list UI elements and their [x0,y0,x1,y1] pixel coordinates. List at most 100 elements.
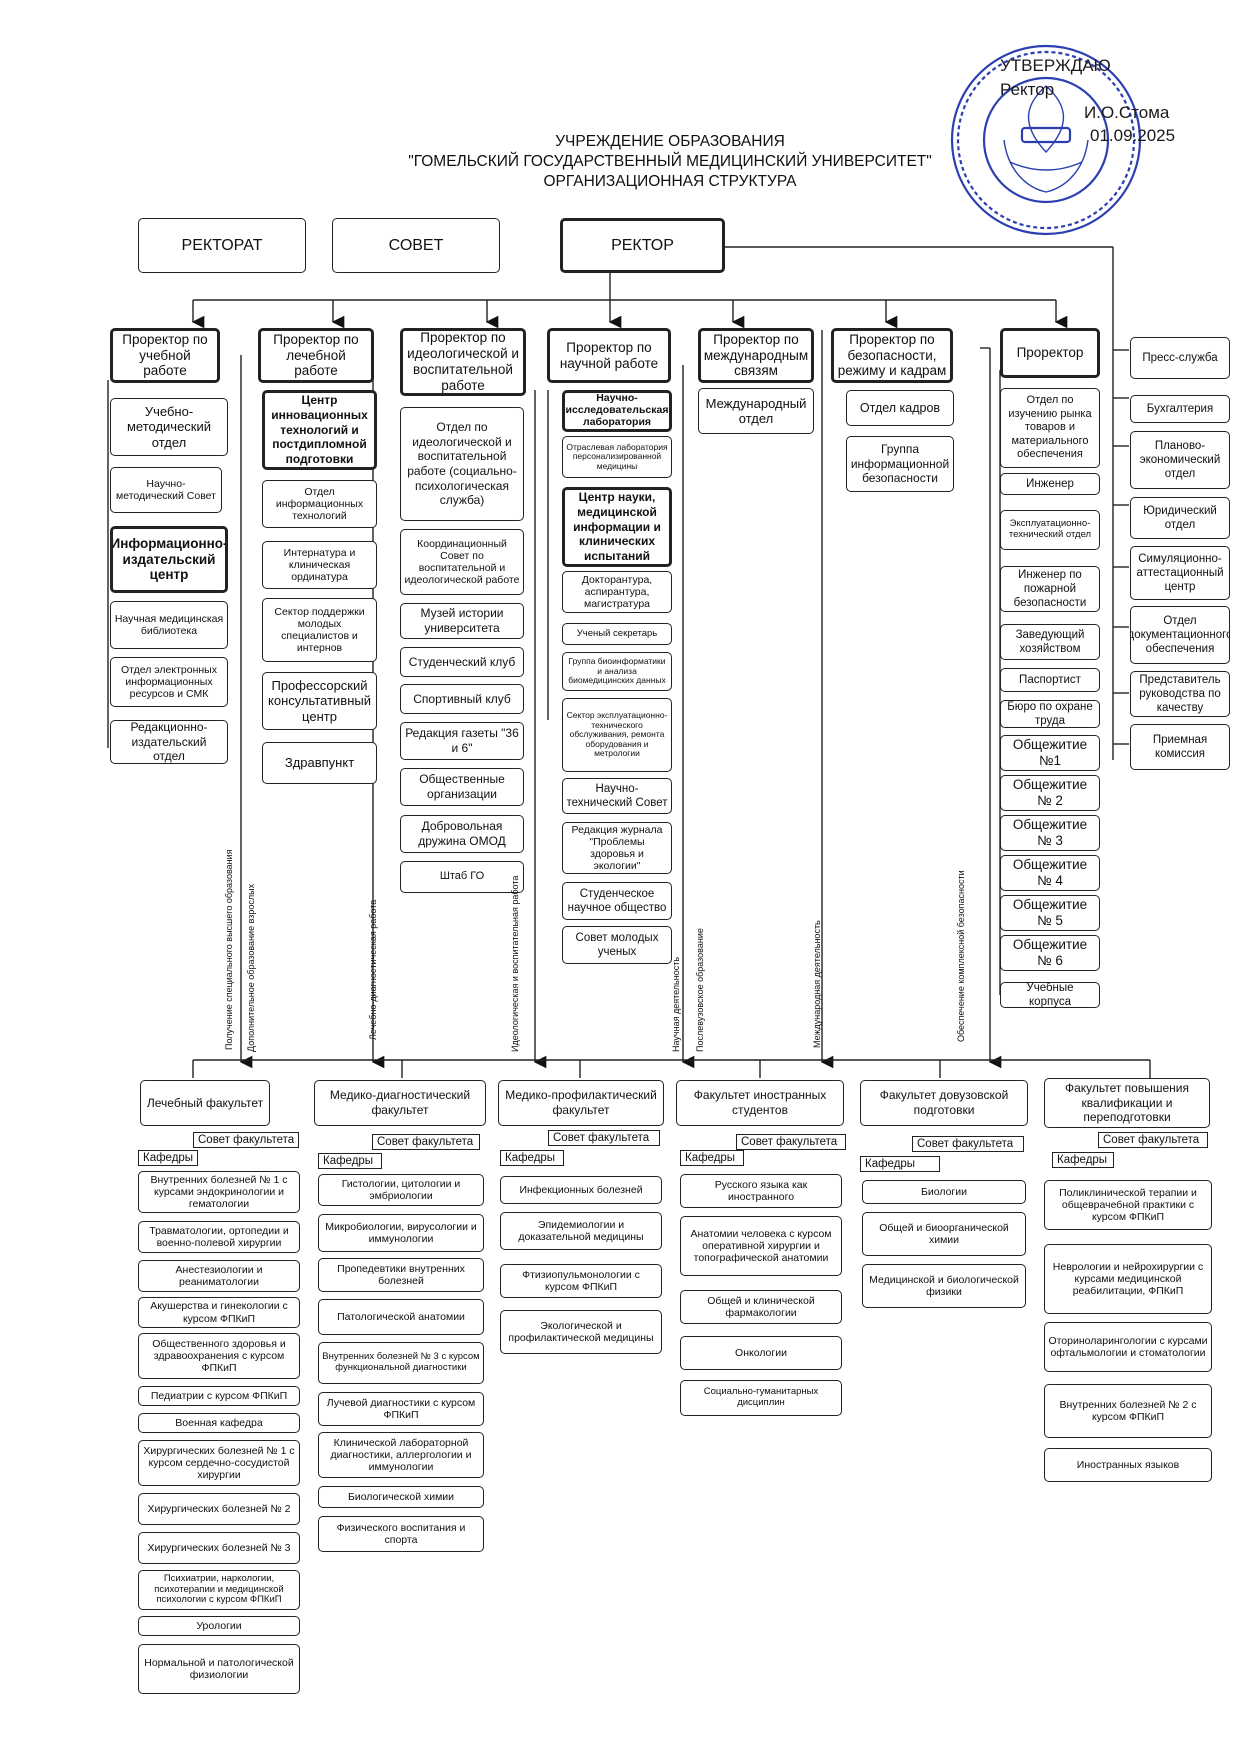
vice-rector-ideological: Проректор по идеологической и воспитател… [400,328,526,396]
faculty-council-tag: Совет факультета [548,1130,660,1146]
faculty-medical: Лечебный факультет [140,1080,270,1126]
dept: Нормальной и патологической физиологии [138,1644,300,1694]
approval-date: 01.09.2025 [1090,126,1176,145]
dept: Военная кафедра [138,1413,300,1433]
unit-operations-dept: Эксплуатационно-технический отдел [1000,510,1100,550]
faculty-council-tag: Совет факультета [736,1134,846,1150]
unit-legal-dept: Юридический отдел [1130,497,1230,539]
unit-labor-safety: Бюро по охране труда [1000,700,1100,728]
dept: Биологической химии [318,1486,484,1508]
chairs-tag: Кафедры [680,1150,744,1166]
dept: Физического воспитания и спорта [318,1516,484,1552]
vlabel-research: Научная деятельность [671,956,681,1052]
unit-maintenance-sector: Сектор эксплуатационно-технического обсл… [562,698,672,772]
unit-sports-club: Спортивный клуб [400,684,524,714]
unit-press-service: Пресс-служба [1130,337,1230,379]
dept: Русского языка как иностранного [680,1174,842,1208]
dept: Биологии [862,1180,1026,1204]
vice-rector-general: Проректор [1000,328,1100,378]
dept: Травматологии, ортопедии и военно-полево… [138,1221,300,1253]
unit-international-dept: Международный отдел [698,388,814,434]
unit-edu-methodical: Учебно-методический отдел [110,398,228,456]
dept: Инфекционных болезней [500,1176,662,1204]
unit-internship: Интернатура и клиническая ординатура [262,541,377,589]
unit-dormitory-2: Общежитие № 2 [1000,775,1100,811]
dept: Внутренних болезней № 3 с курсом функцио… [318,1342,484,1384]
unit-engineer: Инженер [1000,473,1100,495]
official-seal-stamp [950,44,1142,236]
dept: Клинической лабораторной диагностики, ал… [318,1432,484,1478]
unit-young-specialists: Сектор поддержки молодых специалистов и … [262,598,377,662]
unit-documentation-dept: Отдел документационного обеспечения [1130,606,1230,664]
vice-rector-research: Проректор по научной работе [547,328,671,383]
dept: Акушерства и гинекологии с курсом ФПКиП [138,1297,300,1328]
unit-coordination-council: Координационный Совет по воспитательной … [400,529,524,595]
unit-civil-defense: Штаб ГО [400,861,524,893]
unit-e-resources: Отдел электронных информационных ресурсо… [110,657,228,707]
dept: Педиатрии с курсом ФПКиП [138,1386,300,1406]
dept: Гистологии, цитологии и эмбриологии [318,1174,484,1206]
unit-info-security: Группа информационной безопасности [846,436,954,492]
dept: Экологической и профилактической медицин… [500,1310,662,1354]
dept: Лучевой диагностики с курсом ФПКиП [318,1392,484,1426]
vice-rector-international: Проректор по международным связям [698,328,814,383]
dept: Пропедевтики внутренних болезней [318,1258,484,1292]
unit-accounting: Бухгалтерия [1130,395,1230,423]
unit-innovation-center: Центр инновационных технологий и постдип… [262,390,377,470]
unit-dormitory-1: Общежитие №1 [1000,735,1100,771]
chairs-tag: Кафедры [1052,1152,1114,1168]
vlabel-security: Обеспечение комплексной безопасности [956,870,966,1042]
dept: Внутренних болезней № 1 с курсами эндокр… [138,1171,300,1213]
dept: Психиатрии, наркологии, психотерапии и м… [138,1570,300,1610]
dept: Общественного здоровья и здравоохранения… [138,1333,300,1379]
dept: Анестезиологии и реаниматологии [138,1260,300,1292]
dept: Фтизиопульмонологии с курсом ФПКиП [500,1264,662,1298]
dept: Урологии [138,1616,300,1636]
unit-it-dept: Отдел информационных технологий [262,480,377,528]
unit-newspaper: Редакция газеты "36 и 6" [400,722,524,760]
dept: Социально-гуманитарных дисциплин [680,1380,842,1416]
dept: Поликлинической терапии и общеврачебной … [1044,1180,1212,1230]
faculty-council-tag: Совет факультета [912,1136,1024,1152]
unit-quality-representative: Представитель руководства по качеству [1130,671,1230,717]
approval-line1: УТВЕРЖДАЮ [1000,56,1111,75]
dept: Хирургических болезней № 1 с курсом серд… [138,1440,300,1486]
chairs-tag: Кафедры [500,1150,564,1166]
unit-museum: Музей истории университета [400,603,524,639]
dept: Патологической анатомии [318,1299,484,1335]
unit-dormitory-4: Общежитие № 4 [1000,855,1100,891]
vice-rector-education: Проректор по учебной работе [110,328,220,383]
dept: Онкологии [680,1336,842,1370]
chairs-tag: Кафедры [138,1150,198,1166]
chairs-tag: Кафедры [860,1156,940,1172]
unit-editorial-publishing: Редакционно-издательский отдел [110,720,228,764]
vlabel-postgraduate: Послевузовское образование [695,928,705,1052]
unit-fire-engineer: Инженер по пожарной безопасности [1000,566,1100,612]
unit-public-organizations: Общественные организации [400,768,524,806]
unit-dormitory-5: Общежитие № 5 [1000,895,1100,931]
rector-box: РЕКТОР [560,218,725,273]
vlabel-adult-education: Дополнительное образование взрослых [246,883,256,1052]
dept: Эпидемиологии и доказательной медицины [500,1212,662,1250]
dept: Внутренних болезней № 2 с курсом ФПКиП [1044,1384,1212,1438]
unit-info-publishing-center: Информационно-издательский центр [110,526,228,593]
rectorat-box: РЕКТОРАТ [138,218,306,273]
unit-journal-editorial: Редакция журнала "Проблемы здоровья и эк… [562,822,672,874]
unit-housekeeper: Заведующий хозяйством [1000,624,1100,660]
faculty-council-tag: Совет факультета [193,1132,299,1148]
faculty-foreign-students: Факультет иностранных студентов [676,1080,844,1126]
unit-passport-officer: Паспортист [1000,668,1100,692]
faculty-pre-university: Факультет довузовской подготовки [860,1080,1028,1126]
vice-rector-security: Проректор по безопасности, режиму и кадр… [831,328,953,383]
unit-professor-center: Профессорский консультативный центр [262,672,377,730]
dept: Хирургических болезней № 3 [138,1532,300,1564]
faculty-council-tag: Совет факультета [1098,1132,1208,1148]
unit-dormitory-6: Общежитие № 6 [1000,935,1100,971]
unit-health-point: Здравпункт [262,742,377,784]
unit-bioinformatics: Группа биоинформатики и анализа биомедиц… [562,652,672,691]
unit-young-scientists: Совет молодых ученых [562,926,672,964]
unit-science-center: Центр науки, медицинской информации и кл… [562,487,672,567]
dept: Иностранных языков [1044,1448,1212,1482]
unit-personalized-medicine-lab: Отраслевая лаборатория персонализированн… [562,436,672,478]
dept: Оториноларингологии с курсами офтальмоло… [1044,1322,1212,1372]
